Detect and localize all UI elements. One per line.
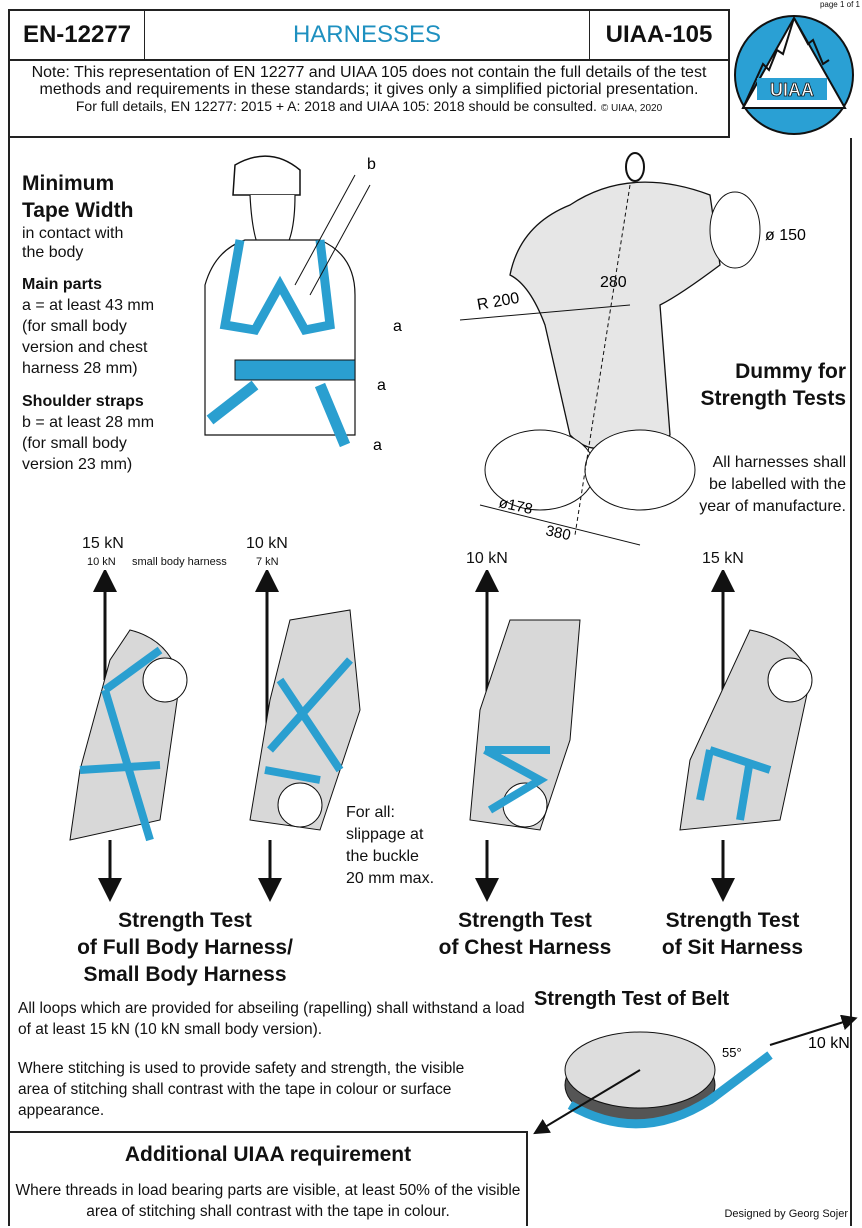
small-body-load: 10 kN [246, 535, 288, 552]
dim-r200: R 200 [476, 290, 521, 314]
main-parts-text: (for small body [22, 318, 127, 335]
slippage-text: 20 mm max. [346, 870, 435, 887]
harness-wearer-illustration: b a a a [204, 155, 402, 454]
main-parts-text: harness 28 mm) [22, 360, 138, 377]
shoulder-text: b = at least 28 mm [22, 414, 155, 431]
main-parts-text: a = at least 43 mm [22, 297, 155, 314]
belt-angle: 55° [722, 1045, 742, 1060]
full-body-small-load: 10 kN [87, 556, 116, 568]
small-body-test [249, 570, 361, 902]
dummy-title: Dummy for [735, 360, 846, 383]
chest-load: 10 kN [466, 550, 508, 567]
label-text: be labelled with the [709, 476, 846, 493]
dummy-illustration: ø 150 280 R 200 ø178 380 [459, 152, 806, 546]
small-body-label: small body harness [132, 556, 227, 568]
dim-a-label: a [377, 377, 386, 394]
page-number: page 1 of 1 [819, 0, 860, 9]
note-text: Note: This representation of EN 12277 an… [31, 64, 707, 98]
sit-test-title: of Sit Harness [661, 936, 804, 959]
small-body-small-load: 7 kN [256, 556, 279, 568]
shoulder-head: Shoulder straps [22, 393, 144, 410]
page-title: HARNESSES [145, 11, 590, 59]
dummy-title: Strength Tests [700, 387, 846, 410]
sit-test [679, 570, 813, 902]
belt-test-title: Strength Test of Belt [534, 988, 730, 1010]
full-body-test [69, 570, 188, 902]
abseil-loops-text: All loops which are provided for abseili… [18, 1000, 525, 1038]
main-parts-text: version and chest [22, 339, 148, 356]
dim-a-label: a [373, 437, 382, 454]
slippage-text: slippage at [346, 826, 424, 843]
content-frame [8, 138, 852, 1226]
belt-test-illustration: 55° 10 kN [533, 1015, 858, 1135]
full-body-test-title: Small Body Harness [83, 963, 287, 986]
slippage-text: For all: [346, 804, 395, 821]
chest-strap [219, 239, 335, 336]
full-body-test-title: of Full Body Harness/ [77, 936, 293, 959]
strength-test-illustrations [69, 570, 813, 902]
shoulder-text: version 23 mm) [22, 456, 133, 473]
additional-requirement-box: Additional UIAA requirement Where thread… [8, 1131, 528, 1226]
header: EN-12277 HARNESSES UIAA-105 [8, 9, 730, 61]
dim-b-label: b [367, 156, 376, 173]
waist-belt [234, 359, 356, 381]
tape-sub: in contact with [22, 225, 124, 242]
standard-en: EN-12277 [10, 11, 145, 59]
note-box: Note: This representation of EN 12277 an… [8, 60, 730, 138]
label-text: year of manufacture. [699, 498, 846, 515]
tape-title-2: Tape Width [22, 199, 134, 222]
tape-sub: the body [22, 244, 84, 261]
tape-title-1: Minimum [22, 172, 115, 195]
additional-text: Where threads in load bearing parts are … [15, 1182, 521, 1220]
designer-credit: Designed by Georg Sojer [724, 1208, 848, 1220]
label-text: All harnesses shall [712, 454, 846, 471]
chest-test-title: of Chest Harness [438, 936, 612, 959]
full-body-test-title: Strength Test [118, 909, 252, 932]
helmet-icon [232, 155, 301, 196]
dim-280: 280 [600, 274, 627, 291]
standard-uiaa: UIAA-105 [605, 21, 713, 48]
main-parts-head: Main parts [22, 276, 103, 293]
shoulder-text: (for small body [22, 435, 127, 452]
uiaa-logo: UIAA [734, 15, 854, 135]
dim-a-label: a [393, 318, 402, 335]
dim-178: ø178 [497, 494, 534, 518]
copyright: © UIAA, 2020 [600, 103, 663, 114]
chest-test [469, 570, 581, 902]
sit-test-title: Strength Test [665, 909, 800, 932]
belt-load: 10 kN [808, 1035, 850, 1052]
leg-loops [206, 380, 351, 448]
svg-text:UIAA: UIAA [770, 80, 814, 100]
dim-150: ø 150 [765, 227, 806, 244]
stitching-text: Where stitching is used to provide safet… [18, 1060, 465, 1119]
additional-title: Additional UIAA requirement [124, 1143, 412, 1166]
chest-test-title: Strength Test [458, 909, 592, 932]
sit-load: 15 kN [702, 550, 744, 567]
note-details: For full details, EN 12277: 2015 + A: 20… [75, 98, 597, 114]
dim-380: 380 [544, 522, 572, 544]
full-body-load: 15 kN [82, 535, 124, 552]
slippage-text: the buckle [346, 848, 419, 865]
